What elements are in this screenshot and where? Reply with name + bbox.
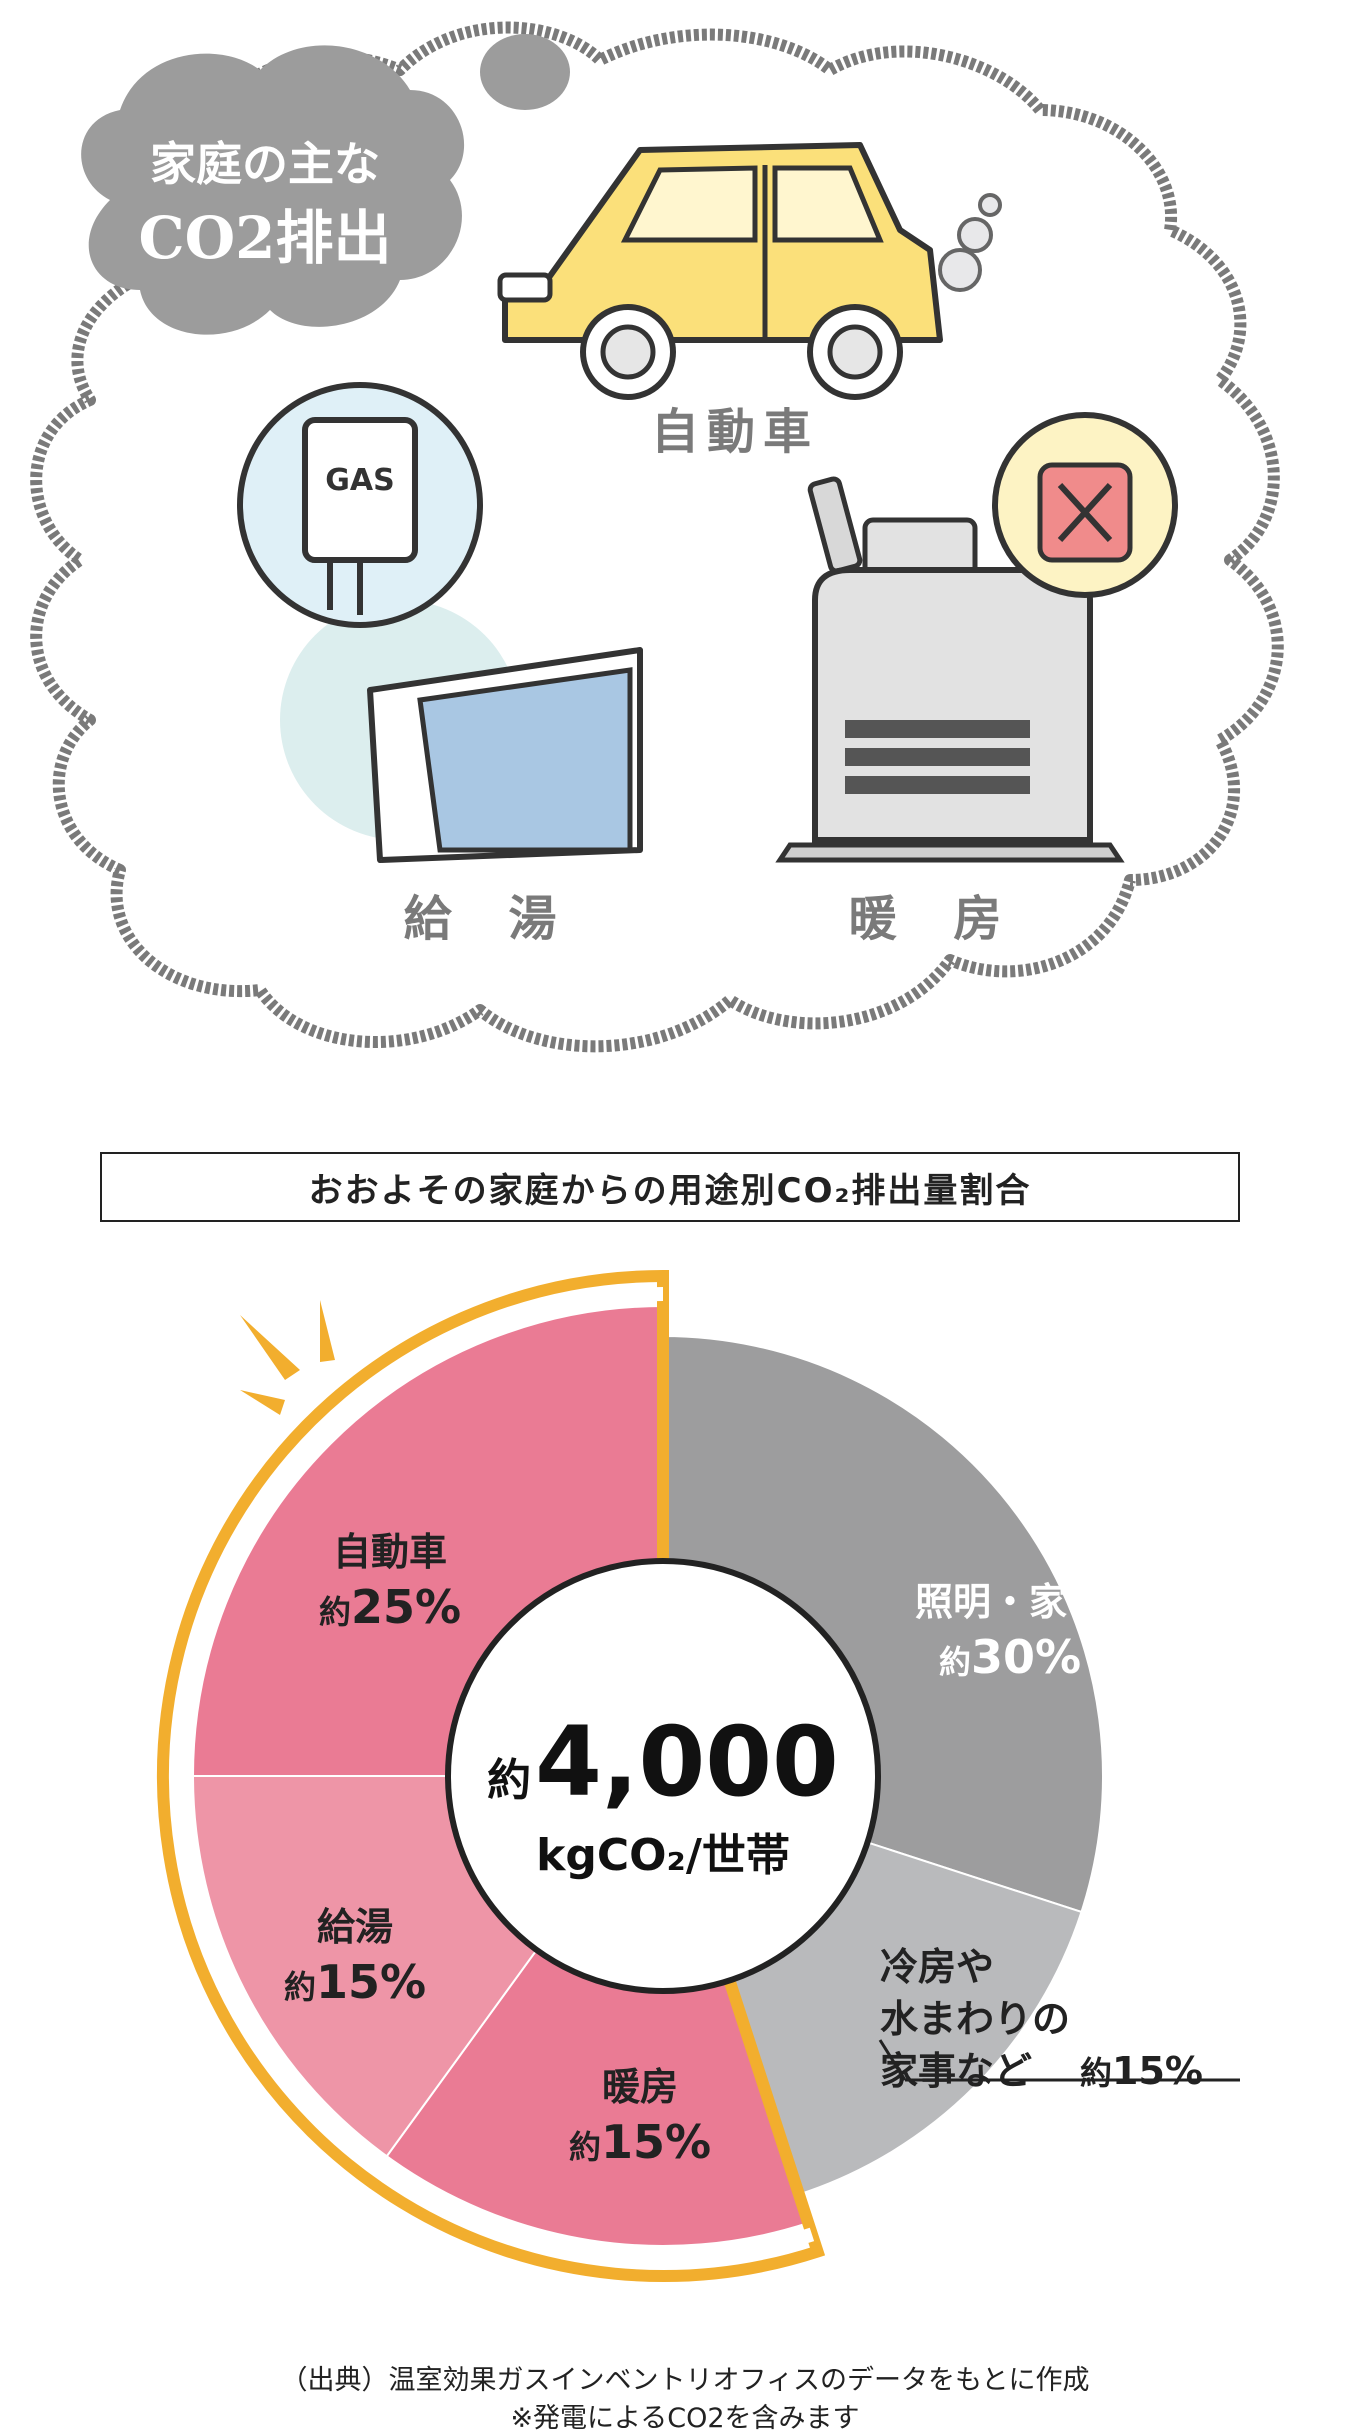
- highlight-gap: [174, 1287, 815, 2265]
- chart-caption: おおよその家庭からの用途別CO₂排出量割合: [100, 1152, 1240, 1222]
- slice-labels: 照明・家電約30%冷房や水まわりの家事など約15%暖房約15%給湯約15%自動車…: [284, 1530, 1203, 2169]
- slice-name: 照明・家電: [915, 1580, 1105, 1624]
- slice-name: 水まわりの: [880, 1997, 1070, 2041]
- cloud-puff: [480, 34, 570, 110]
- pie-slice: [385, 1773, 810, 2247]
- slice-name: 冷房や: [880, 1945, 994, 1989]
- slice-name: 自動車: [333, 1530, 447, 1574]
- slice-value-pct: 15%: [316, 1955, 426, 2009]
- source-note: （出典）温室効果ガスインベントリオフィスのデータをもとに作成: [280, 2365, 1090, 2396]
- center-unit: kgCO₂/世帯: [536, 1830, 790, 1881]
- heater-icon: [775, 412, 1178, 863]
- center-number: 4,000: [535, 1706, 839, 1818]
- slice-value-pct: 25%: [351, 1580, 461, 1634]
- callout-line: [878, 2039, 907, 2081]
- slice-value: 約25%: [319, 1580, 461, 1634]
- source-footnote: ※発電によるCO2を含みます: [510, 2403, 860, 2434]
- slice-value-pct: 15%: [1112, 2049, 1203, 2093]
- pie-center-circle: [445, 1558, 881, 1994]
- hotwater-label: 給 湯: [404, 891, 577, 947]
- ray: [320, 1300, 335, 1362]
- center-prefix: 約: [487, 1755, 531, 1806]
- slice-value-prefix: 約: [284, 1968, 316, 2006]
- emission-pie-chart: 約4,000 kgCO₂/世帯 照明・家電約30%冷房や水まわりの家事など約15…: [157, 1269, 1240, 2282]
- badge-cloud: [81, 45, 465, 335]
- slice-value-prefix: 約: [1080, 2054, 1112, 2092]
- hot-water-icon: GAS: [237, 382, 643, 863]
- slice-name: 給湯: [317, 1905, 393, 1949]
- slice-value: 約15%: [284, 1955, 426, 2009]
- car-label: 自動車: [651, 404, 819, 460]
- slice-name: 暖房: [602, 2065, 678, 2109]
- slice-value-prefix: 約: [319, 1593, 351, 1631]
- highlight-rays: [240, 1300, 335, 1415]
- heating-label: 暖 房: [849, 891, 1022, 947]
- car-icon: [497, 142, 1002, 400]
- ray: [240, 1390, 285, 1415]
- highlight-outline: [157, 1269, 826, 2282]
- slice-value: 約30%: [939, 1630, 1081, 1684]
- pie-highlight: [157, 1269, 826, 2282]
- slice-value-pct: 30%: [971, 1630, 1081, 1684]
- slice-value-prefix: 約: [569, 2128, 601, 2166]
- slice-name: 家事など: [880, 2049, 1032, 2093]
- badge-line2: CO2排出: [138, 204, 391, 272]
- slice-value: 約15%: [569, 2115, 711, 2169]
- emission-sources-illustration: 家庭の主な CO2排出 自動車 GAS 給 湯: [30, 21, 1284, 1053]
- center-value: 約4,000: [487, 1706, 839, 1818]
- slice-value: 約15%: [1080, 2049, 1203, 2093]
- slice-value-pct: 15%: [601, 2115, 711, 2169]
- chart-caption-text: おおよその家庭からの用途別CO₂排出量割合: [308, 1170, 1032, 1211]
- badge-line1: 家庭の主な: [150, 137, 380, 191]
- ray: [240, 1315, 300, 1380]
- gas-label: GAS: [325, 463, 394, 498]
- slice-value-prefix: 約: [939, 1643, 971, 1681]
